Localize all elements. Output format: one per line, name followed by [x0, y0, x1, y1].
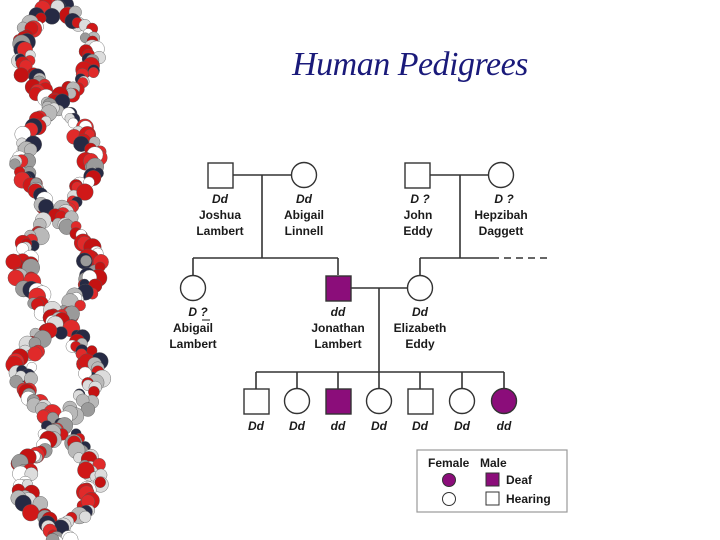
gen2-last-name: Eddy [405, 337, 435, 351]
gen2-genotype: dd [331, 305, 346, 319]
gen1-female-abigail-symbol [290, 161, 318, 189]
pedigree-lines [192, 174, 505, 389]
gen3-genotype: Dd [248, 419, 265, 433]
gen3-male-symbol [243, 388, 270, 415]
dna-atom [94, 476, 106, 488]
dna-atom [80, 254, 92, 267]
legend-female-hearing-symbol [442, 492, 456, 506]
gen3-female-symbol-deaf [490, 387, 518, 415]
gen3-genotype: Dd [454, 419, 471, 433]
gen2-genotype: D ? [188, 305, 208, 319]
legend: Female Male Deaf Hearing [416, 449, 568, 513]
gen2-last-name: Lambert [314, 337, 361, 351]
gen3-genotype: dd [331, 419, 346, 433]
dna-atom [77, 461, 95, 479]
gen1-last-name: Daggett [479, 224, 524, 238]
gen3-genotype: Dd [412, 419, 429, 433]
gen1-genotype: Dd [296, 192, 313, 206]
gen3-genotype: Dd [289, 419, 306, 433]
gen1-male-joshua-symbol [207, 162, 234, 189]
legend-male-deaf-symbol [485, 472, 500, 487]
gen1-first-name: Hepzibah [474, 208, 527, 222]
legend-deaf-label: Deaf [506, 473, 533, 487]
gen1-first-name: Abigail [284, 208, 324, 222]
dna-helix-image [5, 0, 112, 540]
gen3-genotype: dd [497, 419, 512, 433]
dna-atom [79, 510, 92, 523]
gen2-female-elizabeth-symbol [406, 274, 434, 302]
gen3-female-symbol [448, 387, 476, 415]
legend-female-label: Female [428, 456, 470, 470]
gen1-genotype: D ? [494, 192, 514, 206]
gen1-last-name: Lambert [196, 224, 243, 238]
dna-atom [45, 533, 60, 540]
gen2-last-name: Lambert [169, 337, 216, 351]
gen1-genotype: Dd [212, 192, 229, 206]
gen1-last-name: Linnell [285, 224, 324, 238]
dna-atom [13, 67, 29, 83]
gen3-female-symbol [365, 387, 393, 415]
gen2-first-name: Abigail [173, 321, 213, 335]
gen2-first-name: Jonathan [311, 321, 364, 335]
slide-title: Human Pedigrees [292, 46, 528, 83]
dna-atom [76, 183, 94, 201]
gen1-first-name: John [404, 208, 433, 222]
gen2-genotype: Dd [412, 305, 429, 319]
legend-hearing-label: Hearing [506, 492, 551, 506]
gen3-genotype: Dd [371, 419, 388, 433]
gen3-female-symbol [283, 387, 311, 415]
gen3-male-symbol [407, 388, 434, 415]
legend-male-label: Male [480, 456, 507, 470]
gen2-female-abigail-symbol [179, 274, 207, 302]
gen1-female-hepzibah-symbol [487, 161, 515, 189]
gen2-male-jonathan-symbol [325, 275, 352, 302]
gen1-last-name: Eddy [403, 224, 433, 238]
legend-male-hearing-symbol [485, 491, 500, 506]
gen1-first-name: Joshua [199, 208, 241, 222]
gen3-male-symbol-deaf [325, 388, 352, 415]
legend-female-deaf-symbol [442, 473, 456, 487]
gen1-genotype: D ? [410, 192, 430, 206]
gen2-first-name: Elizabeth [394, 321, 447, 335]
gen1-male-john-symbol [404, 162, 431, 189]
